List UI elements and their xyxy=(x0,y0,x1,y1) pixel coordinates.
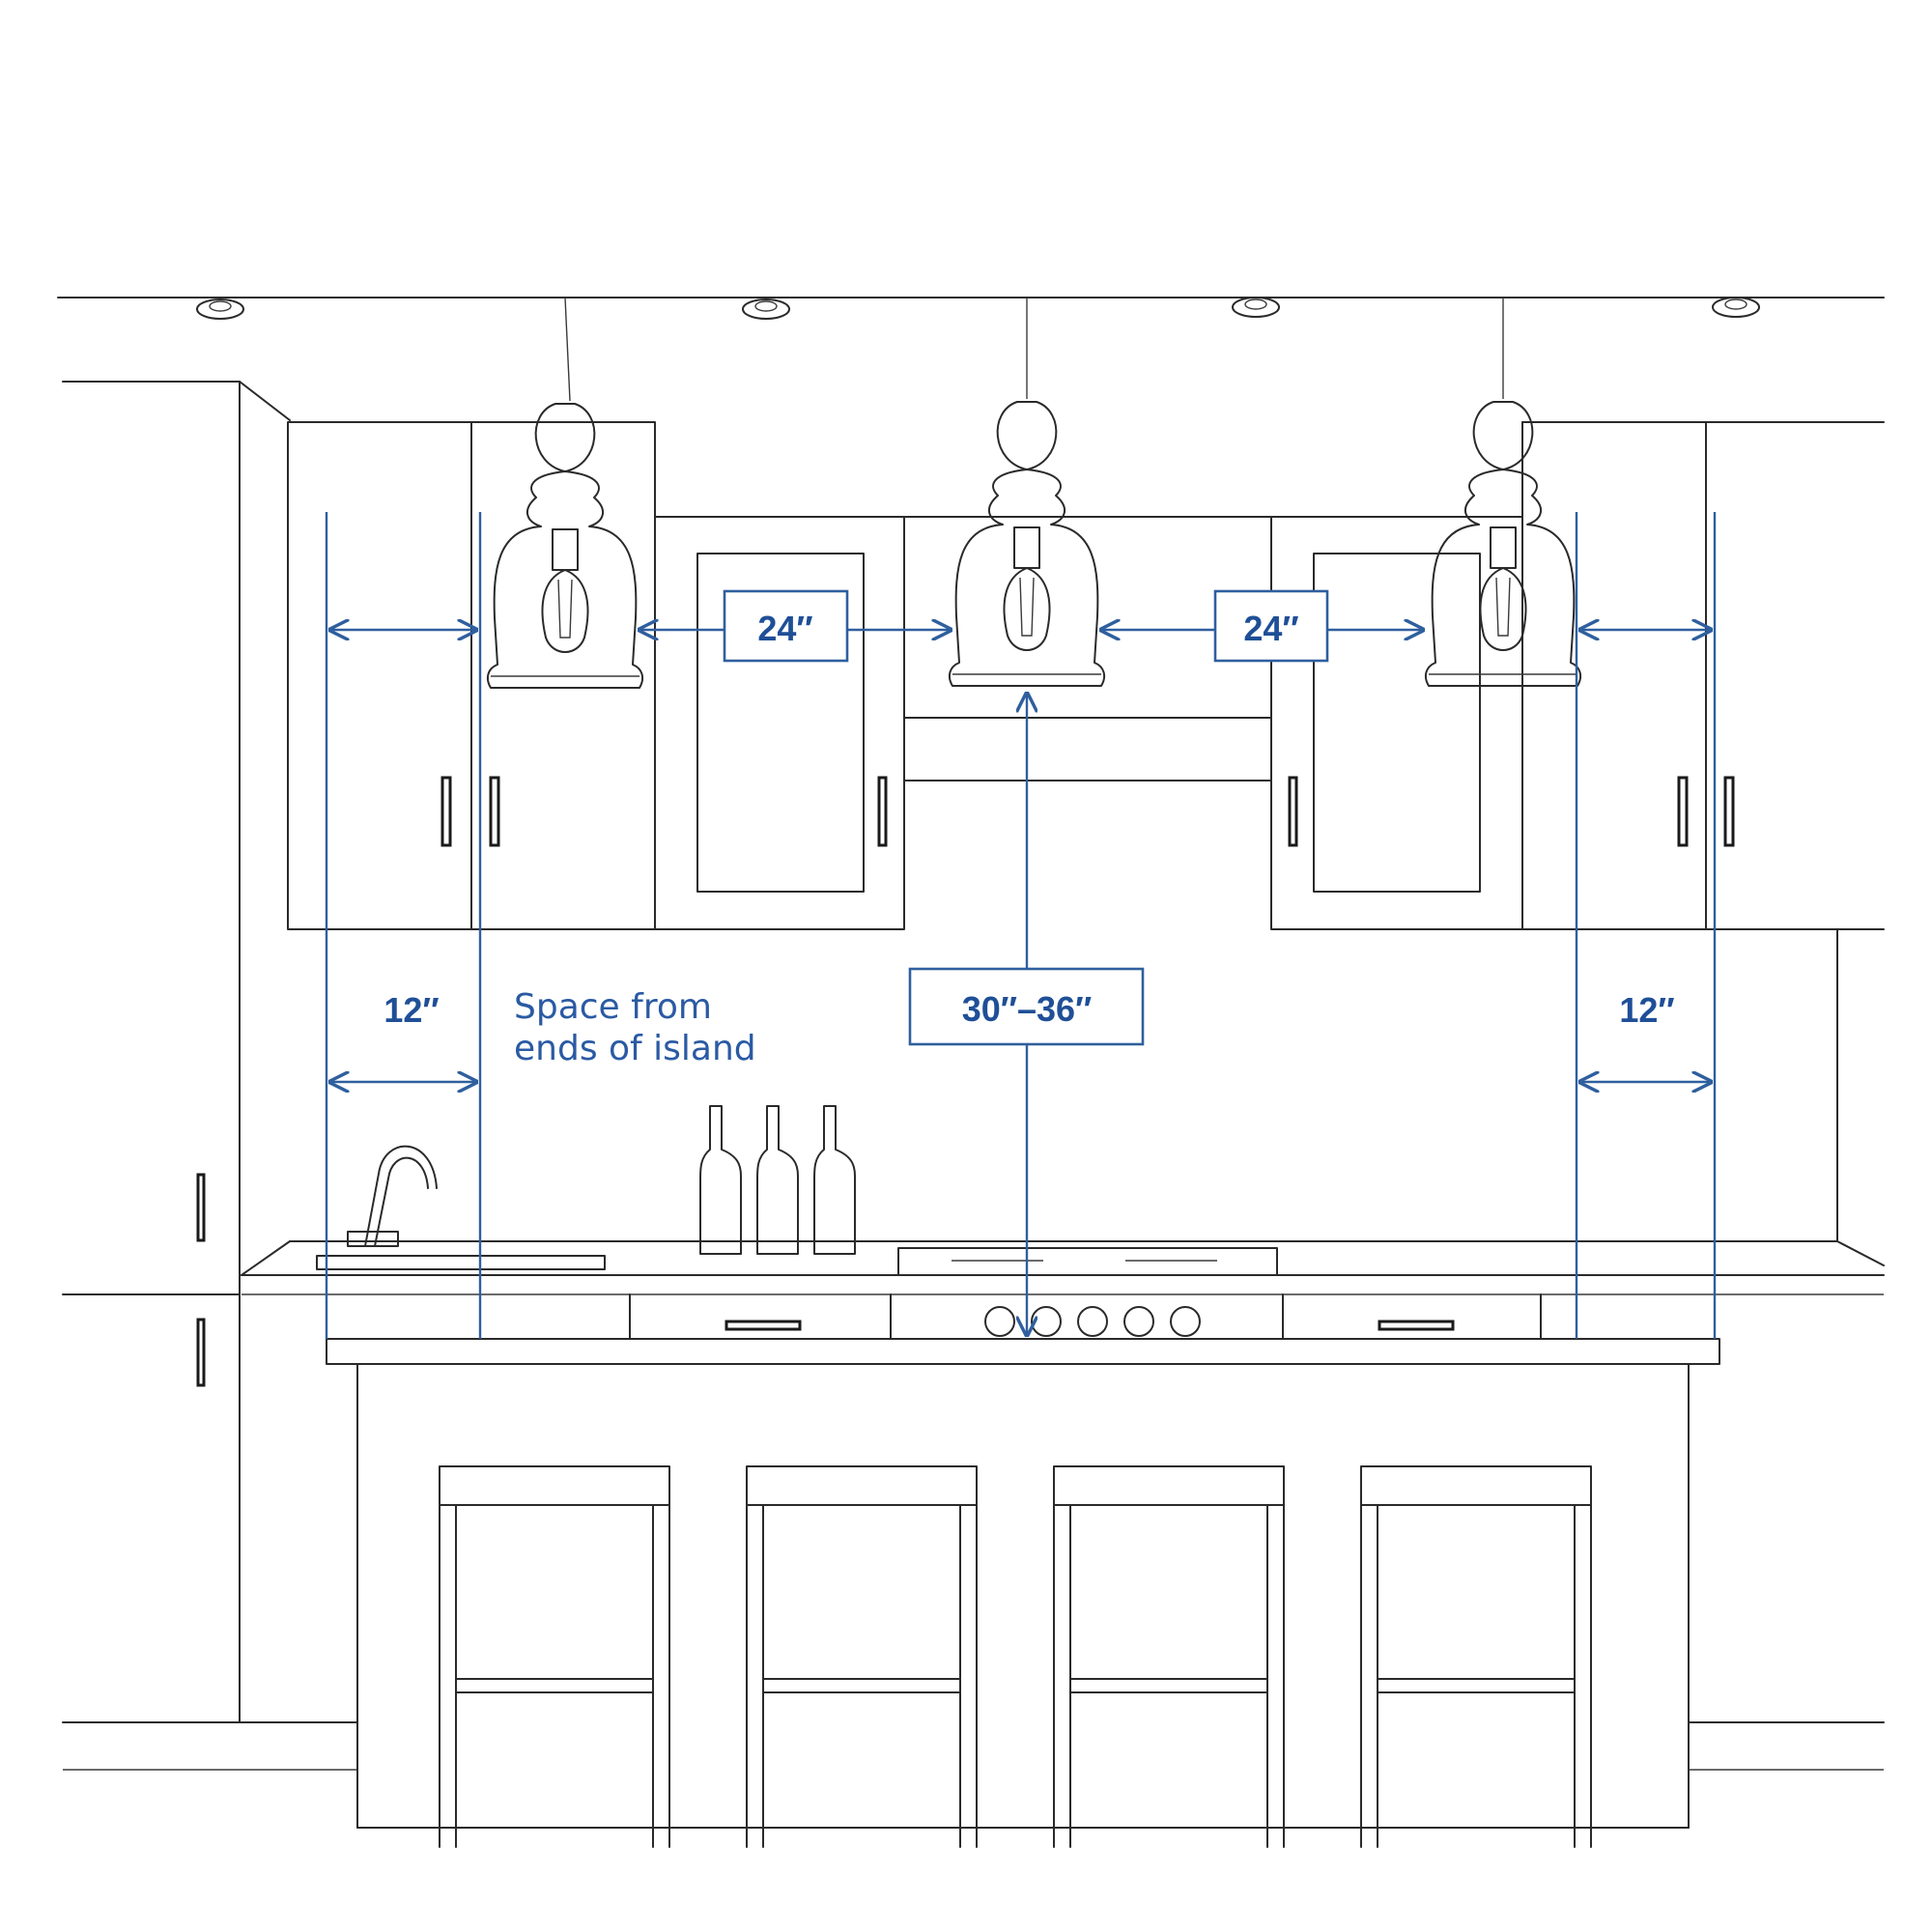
tall-pantry-cabinet xyxy=(62,381,358,1771)
recessed-light-4 xyxy=(1712,297,1760,318)
note-line-1: Space from xyxy=(514,987,712,1027)
kitchen-island xyxy=(326,1338,1885,1829)
bar-stool-2 xyxy=(746,1465,978,1848)
ceiling xyxy=(57,297,1885,320)
bottles xyxy=(699,1105,856,1255)
stove-knobs xyxy=(984,1306,1201,1337)
dimension-label-height: 30″–36″ xyxy=(908,967,1145,1046)
pendant-light-right xyxy=(1424,298,1582,687)
dimension-label-spacing-left: 24″ xyxy=(723,589,849,663)
dimension-label-spacing-right: 24″ xyxy=(1213,589,1329,663)
spacing-left-text: 24″ xyxy=(757,609,812,648)
note-line-2: ends of island xyxy=(514,1029,756,1068)
end-left-text: 12″ xyxy=(384,990,439,1030)
back-counter xyxy=(241,1240,1885,1339)
recessed-light-2 xyxy=(742,298,790,320)
bar-stool-4 xyxy=(1360,1465,1592,1848)
spacing-right-text: 24″ xyxy=(1243,609,1298,648)
bar-stool-3 xyxy=(1053,1465,1285,1848)
end-right-text: 12″ xyxy=(1619,990,1674,1030)
pendant-light-left xyxy=(486,297,644,689)
height-range-text: 30″–36″ xyxy=(962,989,1093,1029)
backsplash-wall xyxy=(1836,928,1885,1266)
upper-cabinets xyxy=(287,421,1885,930)
recessed-light-3 xyxy=(1232,297,1280,318)
pendant-light-center xyxy=(948,298,1106,687)
faucet xyxy=(347,1145,438,1247)
bar-stool-1 xyxy=(439,1465,670,1848)
recessed-light-1 xyxy=(196,298,244,320)
island-end-note: Space from ends of island xyxy=(514,987,756,1068)
